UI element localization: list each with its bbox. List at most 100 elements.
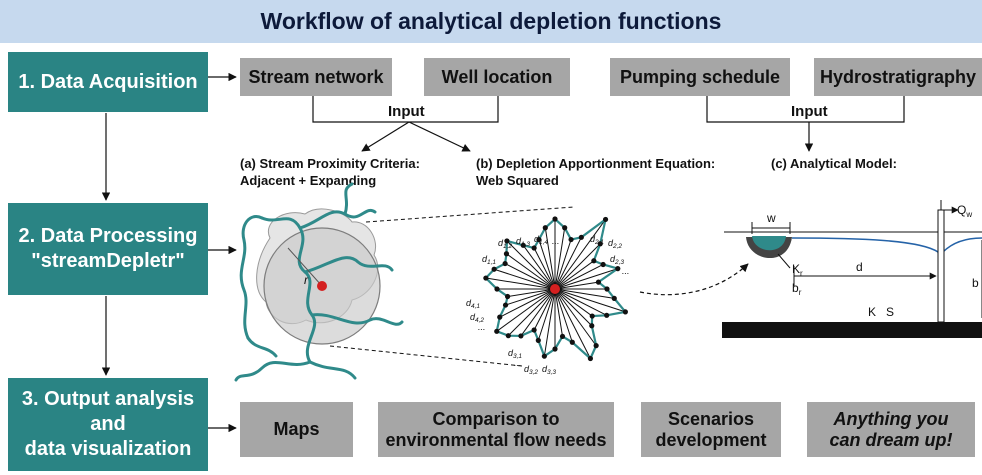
input-stream-network: Stream network	[240, 58, 392, 96]
output-label: Anything you	[833, 408, 949, 429]
analytical-model-figure: w Qw Kr br d b K S	[722, 200, 982, 338]
web-node	[497, 314, 503, 320]
web-label: d4,1	[466, 298, 480, 310]
pointer-line	[777, 253, 791, 269]
web-label: d2,1	[590, 234, 604, 246]
bracket-left	[312, 96, 499, 123]
output-maps: Maps	[240, 402, 353, 457]
web-spoke	[485, 277, 556, 290]
web-node	[587, 355, 594, 362]
web-node	[597, 241, 603, 247]
input-pumping-schedule: Pumping schedule	[610, 58, 790, 96]
web-spoke	[544, 227, 556, 290]
web-node	[589, 313, 595, 319]
arrow-input-to-a	[361, 121, 410, 152]
pumping-label: Qw	[957, 203, 972, 219]
web-squared-figure	[483, 216, 628, 362]
web-node	[541, 353, 547, 359]
distance-label: d	[856, 260, 863, 274]
well-casing	[937, 209, 945, 323]
web-spoke	[493, 268, 556, 290]
web-node	[502, 260, 508, 267]
web-spoke	[554, 264, 604, 290]
web-spoke	[506, 240, 556, 290]
web-label: d1,1	[482, 254, 496, 266]
input-label: Stream network	[248, 66, 384, 87]
web-node	[552, 216, 558, 222]
web-spoke	[554, 219, 606, 290]
web-spoke	[554, 281, 599, 290]
web-spoke	[554, 288, 591, 359]
aquifer-thickness-label: b	[972, 276, 979, 290]
stage-label: data visualization	[24, 438, 192, 460]
input-label-right: Input	[791, 103, 828, 120]
input-label: Well location	[441, 66, 553, 87]
web-node	[483, 275, 489, 281]
web-ellipsis: ...	[552, 236, 560, 246]
web-node	[589, 323, 595, 329]
stage-data-acquisition: 1. Data Acquisition	[8, 52, 208, 112]
web-node	[494, 328, 500, 334]
radius-line	[287, 247, 323, 287]
output-comparison: Comparison to environmental flow needs	[378, 402, 614, 457]
web-spoke	[554, 288, 607, 316]
web-label: d4,2	[470, 312, 484, 324]
web-spoke	[554, 239, 572, 290]
web-spoke	[533, 247, 556, 290]
web-spoke	[505, 288, 556, 306]
web-node	[552, 346, 558, 352]
web-node	[602, 216, 609, 223]
web-node	[542, 225, 548, 231]
web-spoke	[554, 227, 566, 290]
input-well-location: Well location	[424, 58, 570, 96]
web-node	[559, 333, 566, 340]
web-label: d1,2	[498, 238, 512, 250]
web-spoke	[496, 288, 556, 332]
caption-line: Web Squared	[476, 172, 559, 188]
web-well-point	[550, 284, 560, 294]
web-node	[568, 236, 574, 243]
web-node	[504, 238, 510, 244]
web-spoke	[504, 263, 556, 290]
web-ellipsis: ...	[478, 322, 486, 332]
web-spoke	[554, 243, 601, 290]
stage-label: 3. Output analysis	[21, 388, 195, 410]
web-ellipsis: ...	[622, 266, 630, 276]
web-label: d1,4	[534, 234, 548, 246]
caption-line: (c) Analytical Model:	[771, 156, 897, 171]
input-hydrostratigraphy: Hydrostratigraphy	[814, 58, 982, 96]
web-label: d2,2	[608, 238, 622, 250]
stage-label: 2. Data Processing	[18, 225, 198, 247]
caption-line: Adjacent + Expanding	[240, 172, 377, 188]
curved-arrow-to-model	[639, 263, 749, 296]
output-label: Maps	[273, 419, 320, 440]
web-node	[520, 242, 526, 248]
stage-label: "streamDepletr"	[31, 250, 185, 272]
web-labels: d1,2 d1,3 d1,4 d1,1 d2,1 d2,2 d2,3 d4,1 …	[466, 234, 630, 376]
web-node	[535, 337, 541, 343]
caption-line: (b) Depletion Apportionment Equation:	[476, 156, 716, 171]
output-anything: Anything you can dream up!	[807, 402, 975, 457]
web-label: d3,3	[542, 364, 556, 376]
web-spoke	[554, 288, 597, 346]
bracket-right	[706, 96, 905, 123]
web-spoke	[554, 260, 595, 290]
aquifer-base	[722, 322, 982, 338]
zoom-line-bottom	[329, 345, 523, 367]
web-label: d3,1	[508, 348, 522, 360]
stage-output-analysis: 3. Output analysis and data visualizatio…	[8, 378, 208, 471]
drawdown-curve	[791, 237, 982, 263]
arrow-input-to-b	[408, 121, 471, 152]
stream-network	[234, 182, 404, 382]
web-spoke	[522, 245, 556, 290]
web-node	[569, 339, 575, 345]
web-spoke	[554, 268, 618, 290]
web-spoke	[554, 288, 626, 313]
web-node	[531, 327, 537, 333]
web-node	[491, 266, 497, 272]
web-node	[604, 286, 610, 292]
aquifer-properties-label: K S	[868, 305, 894, 319]
stage-data-processing: 2. Data Processing "streamDepletr"	[8, 203, 208, 295]
stream-water	[752, 236, 786, 251]
web-spoke	[538, 239, 556, 290]
